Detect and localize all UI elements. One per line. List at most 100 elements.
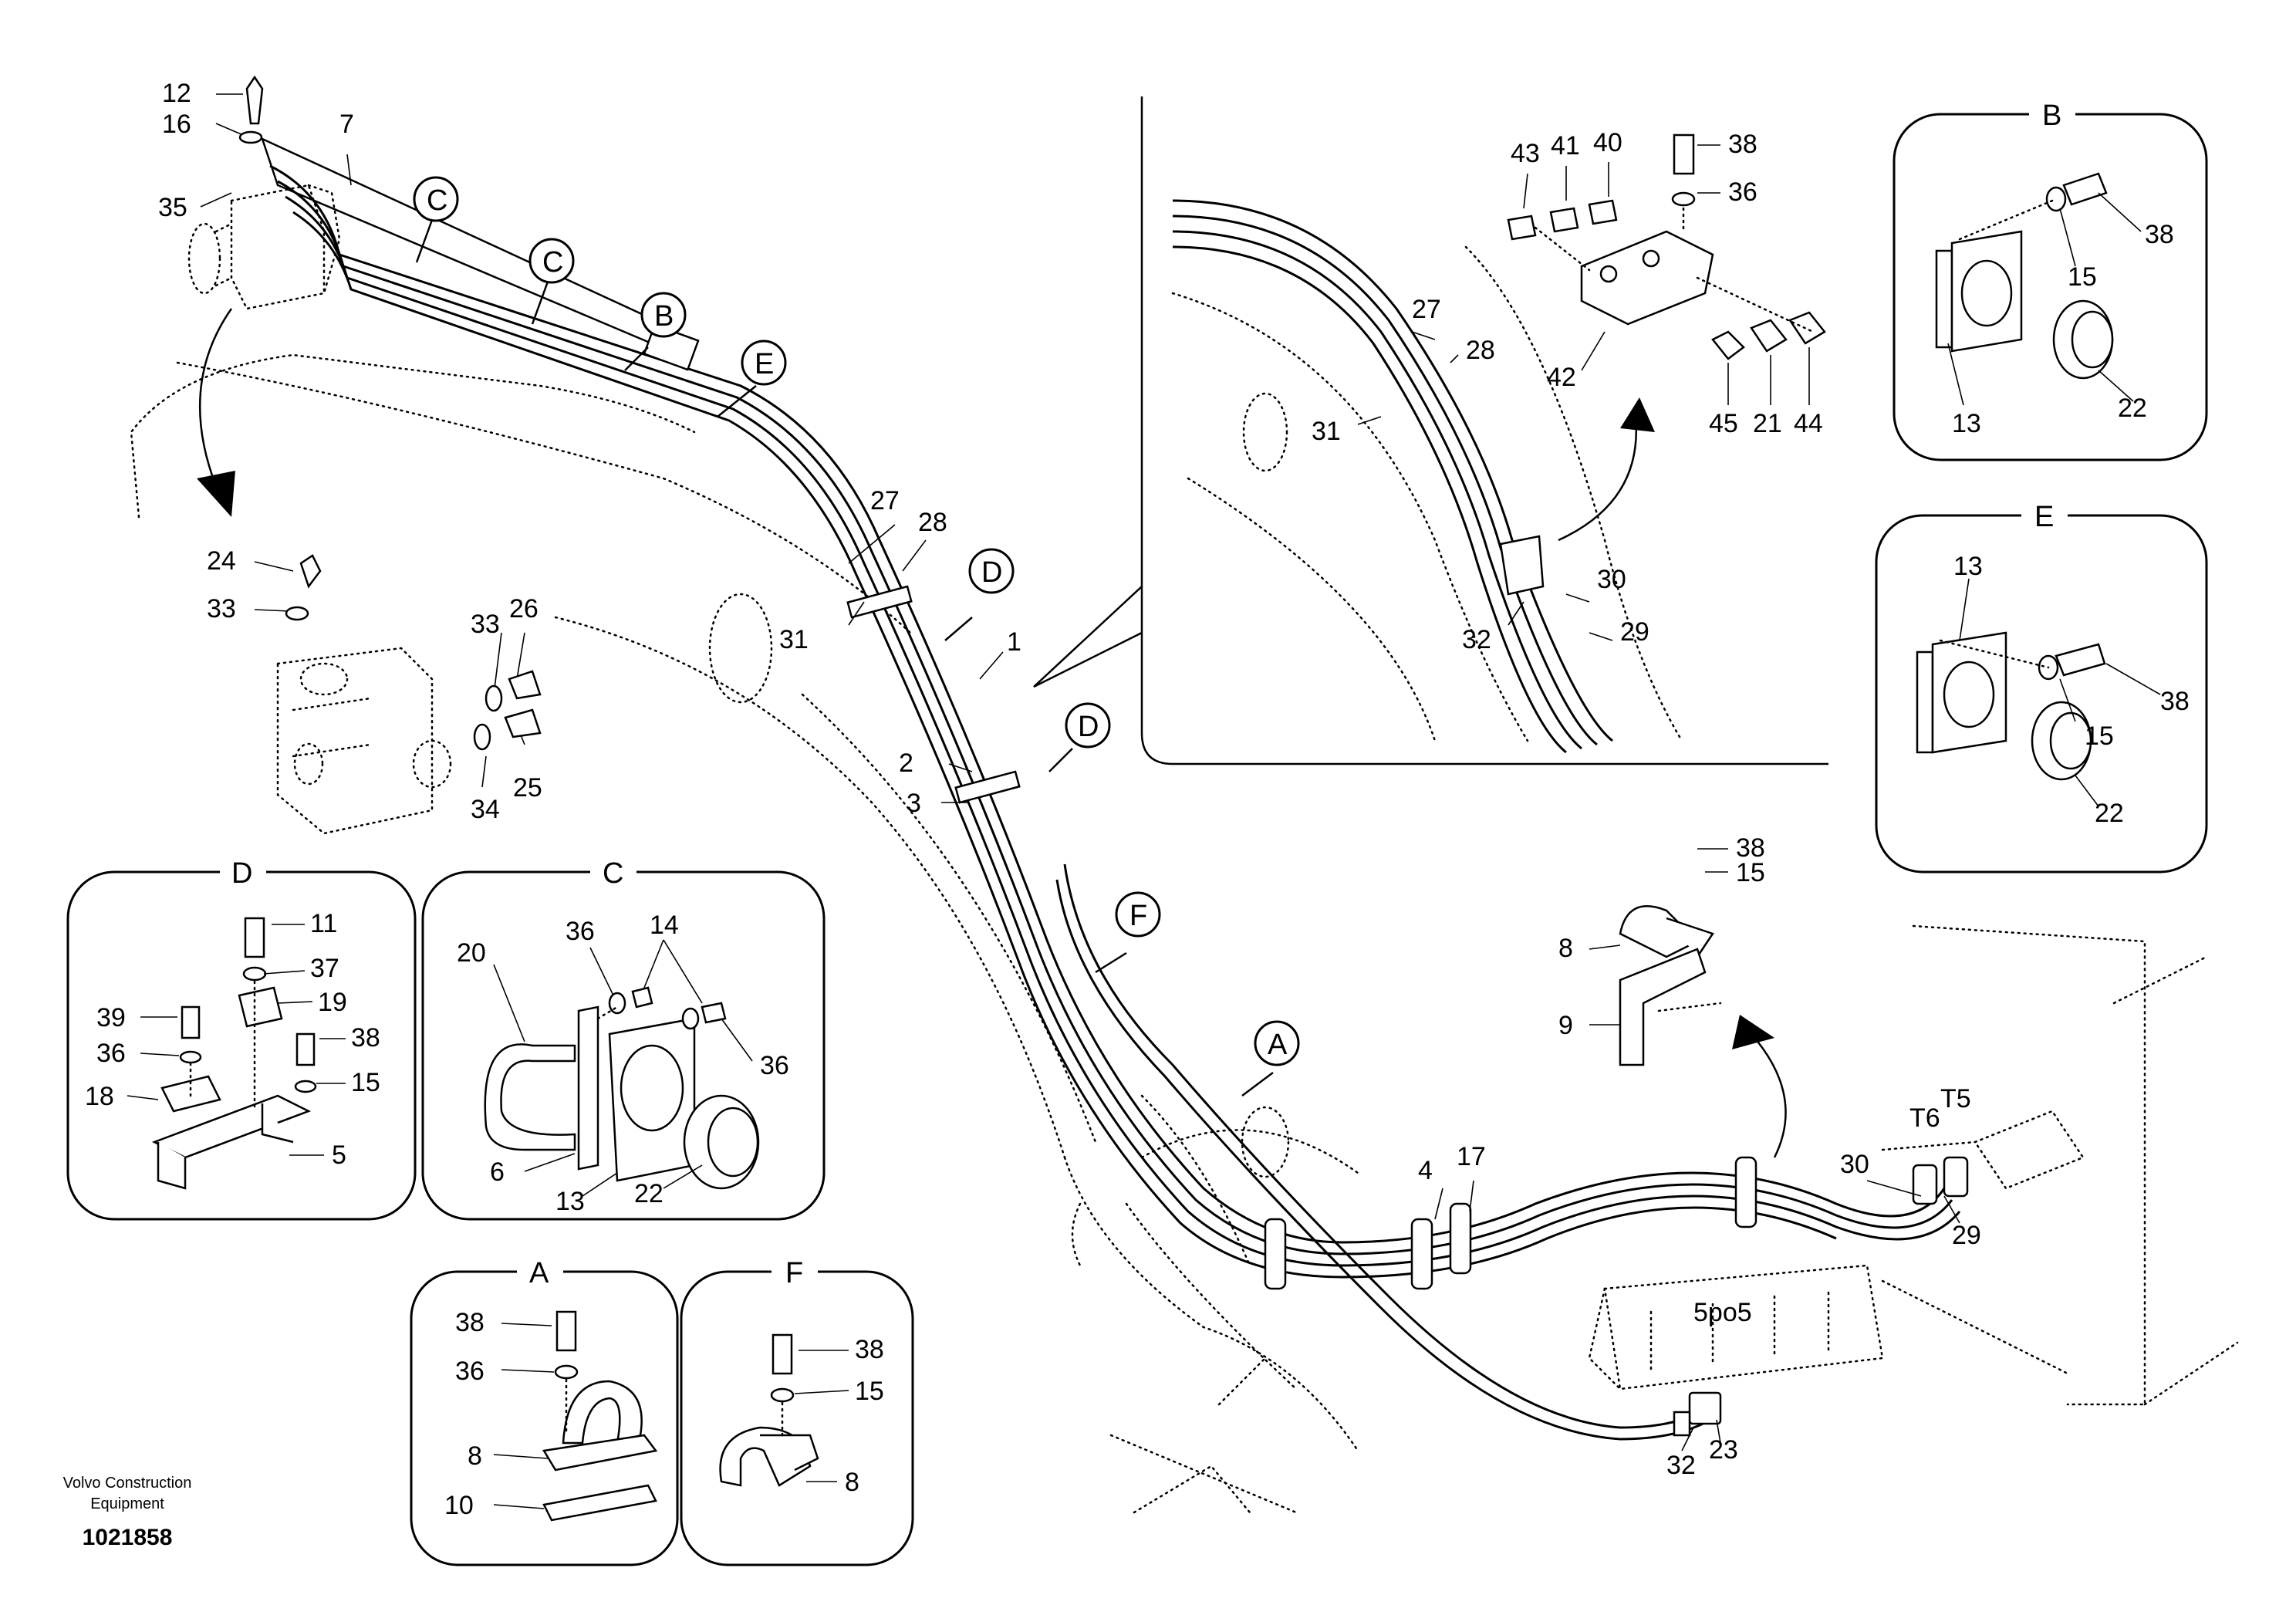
- callout-30: 30: [1840, 1150, 1869, 1179]
- ref-letter-c2: C: [542, 246, 563, 279]
- detail-f-callout-15: 15: [855, 1377, 884, 1406]
- detail-c-callout-36: 36: [760, 1051, 789, 1080]
- detail-c-callout-6: 6: [490, 1157, 505, 1187]
- callout-7: 7: [339, 110, 354, 139]
- callout-28: 28: [918, 508, 947, 537]
- detail-e: E 13 38 15 22: [1875, 500, 2208, 874]
- inset-callout-27: 27: [1412, 295, 1441, 324]
- exploded-valve: [276, 647, 452, 835]
- detail-d-callout-5: 5: [332, 1140, 346, 1170]
- ref-letter-b: B: [654, 300, 674, 333]
- detail-e-title: E: [2034, 501, 2054, 533]
- inset-callout-28: 28: [1466, 336, 1495, 365]
- callout-24: 24: [207, 546, 236, 576]
- detail-b-callout-13: 13: [1952, 409, 1981, 438]
- detail-d-title: D: [231, 857, 252, 890]
- detail-c: C 14 36 20 36 6 13 22: [421, 857, 826, 1221]
- ref-circle-a: [1254, 1020, 1300, 1066]
- detail-b-title: B: [2042, 100, 2061, 132]
- detail-b-callout-22: 22: [2118, 394, 2147, 423]
- inset-callout-38: 38: [1728, 130, 1757, 159]
- inset-enlarged-view: 43 41 40 38 36 27 28 31 42 45 21 44 30 3…: [1033, 96, 1828, 765]
- detail-e-callout-13: 13: [1953, 552, 1983, 581]
- detail-d-callout-37: 37: [310, 954, 339, 983]
- callout-23: 23: [1709, 1435, 1738, 1465]
- callout-34: 34: [471, 795, 500, 824]
- ref-circle-c1: [413, 176, 459, 222]
- detail-f-callout-38: 38: [855, 1335, 884, 1364]
- footer: Volvo Construction Equipment 1021858: [63, 1475, 192, 1550]
- detail-c-callout-20: 20: [457, 938, 486, 968]
- callout-31: 31: [779, 625, 809, 654]
- detail-d-callout-39: 39: [96, 1003, 126, 1032]
- callout-2: 2: [899, 748, 913, 778]
- inset-callout-43: 43: [1511, 139, 1540, 168]
- callout-38: 38: [1736, 833, 1765, 863]
- detail-c-callout-22: 22: [634, 1179, 663, 1208]
- detail-e-callout-38: 38: [2160, 687, 2190, 716]
- detail-a-callout-10: 10: [444, 1491, 474, 1520]
- detail-f-title: F: [785, 1257, 803, 1289]
- detail-d-callout-15: 15: [351, 1068, 380, 1097]
- inset-callout-31: 31: [1312, 417, 1341, 446]
- main-leaders: [200, 93, 1960, 1451]
- callout-16: 16: [162, 110, 191, 139]
- callout-1: 1: [1007, 627, 1021, 657]
- inset-callout-45: 45: [1709, 409, 1738, 438]
- callout-17: 17: [1457, 1142, 1486, 1171]
- ref-letter-d1: D: [981, 556, 1002, 589]
- detail-c-title: C: [603, 857, 623, 890]
- valve-fittings: [238, 75, 542, 751]
- callout-33: 33: [207, 594, 236, 623]
- inset-callout-44: 44: [1794, 409, 1823, 438]
- detail-d-callout-19: 19: [318, 988, 347, 1017]
- inset-callout-42: 42: [1547, 363, 1576, 392]
- arrow-down-left: [197, 308, 235, 517]
- detail-c-callout-13: 13: [555, 1187, 585, 1216]
- main-callout-labels: 12 16 7 35 24 33 33 26 34 25 27 28 31 1 …: [158, 79, 1981, 1480]
- detail-a-callout-38: 38: [455, 1308, 485, 1337]
- callout-8: 8: [1558, 934, 1573, 963]
- callout-15: 15: [1736, 858, 1765, 887]
- callout-32: 32: [1666, 1451, 1696, 1480]
- detail-d-callout-11: 11: [310, 909, 337, 938]
- port-marking-t5: T5: [1940, 1084, 1971, 1113]
- detail-d-callout-36: 36: [96, 1039, 126, 1068]
- main-control-valve: [1588, 1110, 2085, 1391]
- inset-callout-30: 30: [1597, 565, 1626, 594]
- callout-27: 27: [870, 486, 900, 515]
- port-marking-t6: T6: [1909, 1103, 1940, 1133]
- spool-marking: 5po5: [1693, 1298, 1752, 1327]
- ref-letter-c1: C: [427, 184, 447, 217]
- callout-35: 35: [158, 193, 187, 222]
- ref-letter-d2: D: [1078, 711, 1099, 743]
- bracket-8-9: [1619, 905, 1722, 1066]
- callout-3: 3: [907, 789, 921, 818]
- callout-4: 4: [1418, 1156, 1433, 1185]
- detail-d: D 11 37 19 39 36 38 15 18 5: [66, 857, 417, 1221]
- inset-callout-36: 36: [1728, 177, 1757, 207]
- hose-clamps: [846, 585, 1969, 1437]
- ref-circle-e: [741, 340, 787, 386]
- detail-c-callout-14: 14: [650, 911, 679, 940]
- reference-markers: [413, 176, 1300, 1097]
- inset-callout-40: 40: [1593, 128, 1622, 157]
- detail-b-callout-15: 15: [2068, 262, 2097, 292]
- ref-letter-a: A: [1268, 1029, 1288, 1061]
- company-name-line2: Equipment: [90, 1495, 164, 1512]
- callout-12: 12: [162, 79, 191, 108]
- callout-9: 9: [1558, 1011, 1573, 1040]
- detail-d-callout-38: 38: [351, 1023, 380, 1053]
- top-control-valve: [187, 184, 341, 310]
- ref-letter-e: E: [755, 348, 774, 380]
- detail-d-callout-18: 18: [85, 1082, 114, 1111]
- detail-b-callout-38: 38: [2145, 220, 2174, 249]
- company-name-line1: Volvo Construction: [63, 1475, 192, 1492]
- detail-f: F 38 15 8: [680, 1256, 914, 1566]
- ref-letter-f: F: [1129, 900, 1147, 932]
- detail-e-callout-22: 22: [2095, 799, 2124, 828]
- detail-a-callout-8: 8: [468, 1441, 482, 1471]
- inset-callout-32: 32: [1462, 625, 1491, 654]
- callout-29: 29: [1952, 1221, 1981, 1250]
